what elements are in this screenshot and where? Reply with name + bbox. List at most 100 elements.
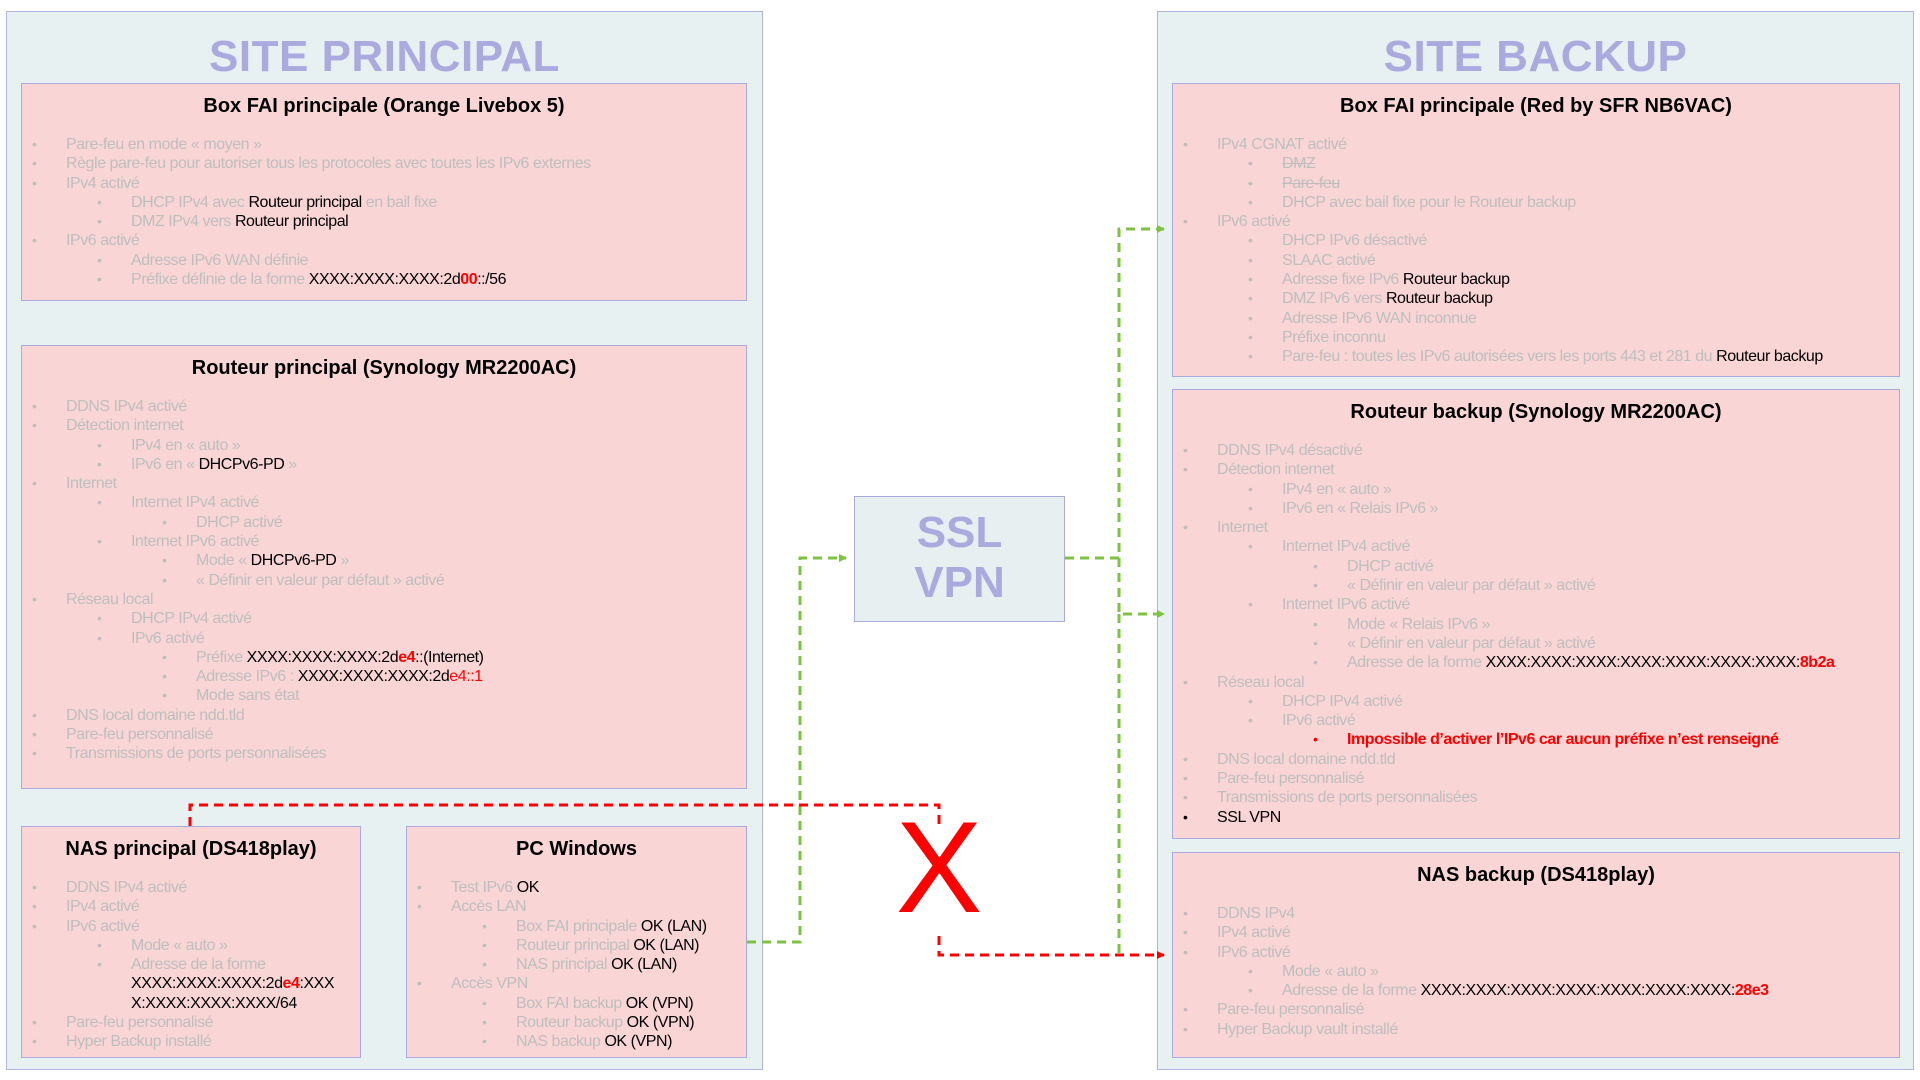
list-item: •DHCP IPv4 activé [22, 609, 746, 628]
bullet-icon: • [1248, 251, 1253, 268]
list-item: •Mode « Relais IPv6 » [1173, 615, 1899, 634]
item-text: XXXX:XXXX:XXXX:2d [297, 668, 450, 686]
list-item: •NAS principal OK (LAN) [407, 955, 746, 974]
item-text: Hyper Backup installé [66, 1033, 212, 1051]
item-text: XXXX:XXXX:XXXX:2d [246, 648, 399, 666]
item-text: DHCP IPv4 activé [131, 610, 252, 628]
item-text: « Définir en valeur par défaut » activé [196, 571, 445, 589]
bullet-icon: • [1183, 905, 1188, 921]
bullet-icon: • [162, 668, 167, 685]
bullet-icon: • [32, 136, 37, 152]
list-item: •Internet IPv4 activé [1173, 537, 1899, 556]
item-text: IPv6 activé [131, 629, 205, 647]
bullet-icon: • [1313, 615, 1318, 632]
list-item: •DNS local domaine ndd.tld [22, 706, 746, 725]
item-text: Routeur principal [516, 936, 634, 954]
item-text: Adresse IPv6 WAN définie [131, 251, 309, 269]
item-text: ::(Internet) [415, 648, 484, 666]
item-text: e4 [282, 975, 300, 993]
item-text: Réseau local [66, 590, 154, 608]
item-text: DHCP activé [196, 513, 283, 531]
list-item: •IPv6 en « Relais IPv6 » [1173, 499, 1899, 518]
nas-principal: NAS principal (DS418play) •DDNS IPv4 act… [21, 826, 361, 1058]
bullet-icon: • [482, 917, 487, 934]
list-item: • SLAAC activé [1173, 251, 1899, 270]
item-text: Adresse IPv6 WAN inconnue [1282, 309, 1477, 327]
item-text: « Définir en valeur par défaut » activé [1347, 634, 1596, 652]
list-item: •Internet [1173, 518, 1899, 537]
list-item: •Mode sans état [22, 686, 746, 705]
item-text: Test IPv6 [451, 879, 517, 896]
list-item: • Réseau local [22, 590, 746, 609]
bullet-icon: • [482, 1033, 487, 1050]
bullet-icon: • [97, 455, 102, 472]
link-vpn-trunk [1065, 225, 1165, 560]
bullet-icon: • [1248, 309, 1253, 326]
item-text: DHCP IPv6 désactivé [1282, 232, 1427, 250]
list-item: •Pare-feu [1173, 174, 1899, 193]
box-title: NAS backup (DS418play) [1417, 864, 1655, 886]
box-title: PC Windows [516, 838, 637, 860]
bullet-icon: • [1183, 519, 1188, 536]
item-text: DHCP avec bail fixe pour le Routeur back… [1282, 193, 1576, 211]
bullet-icon: • [1248, 538, 1253, 555]
bullet-icon: • [97, 193, 102, 210]
item-text: Pare-feu : toutes les IPv6 autorisées ve… [1282, 348, 1717, 366]
bullet-icon: • [1248, 328, 1253, 345]
list-item: •Transmissions de ports personnalisées [1173, 788, 1899, 807]
list-item: •SSL VPN [1173, 808, 1899, 827]
list-item: •Accès VPN [407, 974, 746, 993]
item-list: •Test IPv6 OK•Accès LAN•Box FAI principa… [407, 878, 746, 1052]
list-item: •DDNS IPv4 [1173, 904, 1899, 923]
bullet-icon: • [32, 1014, 37, 1031]
item-text: 28e3 [1734, 982, 1769, 1000]
list-item: •IPv6 en « DHCPv6-PD » [22, 455, 746, 474]
list-item: •Détection internet [22, 416, 746, 435]
box-title: Box FAI principale (Red by SFR NB6VAC) [1340, 95, 1732, 117]
item-text: IPv4 CGNAT activé [1217, 136, 1347, 153]
bullet-icon: • [1248, 982, 1253, 999]
item-text: DHCP IPv4 avec [131, 193, 249, 211]
bullet-icon: • [1183, 770, 1188, 787]
bullet-icon: • [482, 994, 487, 1011]
list-item: •IPv4 en « auto » [1173, 480, 1899, 499]
item-text: XXXX:XXXX:XXXX:2d [308, 271, 461, 289]
item-list: •DDNS IPv4 désactivé•Détection internet•… [1173, 441, 1899, 827]
list-item: •Mode « DHCPv6-PD » [22, 551, 746, 570]
item-text: SLAAC activé [1282, 251, 1376, 269]
bullet-icon: • [1183, 924, 1188, 941]
item-text: IPv4 activé [1217, 924, 1291, 942]
list-item: •Règle pare-feu pour autoriser tous les … [22, 154, 746, 173]
list-item: XXXX:XXXX:XXXX:2de4:XXX [22, 974, 360, 993]
bullet-icon: • [1248, 271, 1253, 288]
bullet-icon: • [417, 898, 422, 915]
bullet-icon: • [32, 590, 37, 607]
list-item: •Détection internet [1173, 460, 1899, 479]
bullet-icon: • [32, 898, 37, 915]
item-text: Détection internet [1217, 461, 1335, 479]
item-list: •IPv4 CGNAT activé•DMZ•Pare-feu•DHCP ave… [1173, 135, 1899, 367]
item-text: Routeur backup [1402, 271, 1510, 289]
bullet-icon: • [32, 398, 37, 414]
item-text: DMZ IPv4 vers [131, 213, 235, 231]
item-text: Détection internet [66, 417, 184, 435]
list-item: •Adresse IPv6 : XXXX:XXXX:XXXX:2de4::1 [22, 667, 746, 686]
item-text: DHCP activé [1347, 557, 1434, 575]
item-text: Adresse de la forme [131, 956, 266, 974]
bullet-icon: • [1183, 1020, 1188, 1037]
bullet-icon: • [482, 1014, 487, 1031]
box-fai-backup: Box FAI principale (Red by SFR NB6VAC) •… [1172, 83, 1900, 377]
item-text: Réseau local [1217, 673, 1305, 691]
bullet-icon: • [1248, 712, 1253, 729]
list-item: •Internet IPv4 activé [22, 493, 746, 512]
bullet-icon: • [162, 648, 167, 665]
bullet-icon: • [32, 1033, 37, 1050]
blocked-x-icon: X [896, 794, 983, 940]
bullet-icon: • [97, 533, 102, 550]
item-text: » [284, 455, 297, 473]
list-item: •Box FAI backup OK (VPN) [407, 994, 746, 1013]
item-text: OK (VPN) [625, 994, 694, 1012]
item-text: OK (LAN) [611, 956, 677, 974]
list-item: •Pare-feu personnalisé [1173, 1000, 1899, 1019]
item-text: Préfixe définie de la forme [131, 271, 309, 289]
